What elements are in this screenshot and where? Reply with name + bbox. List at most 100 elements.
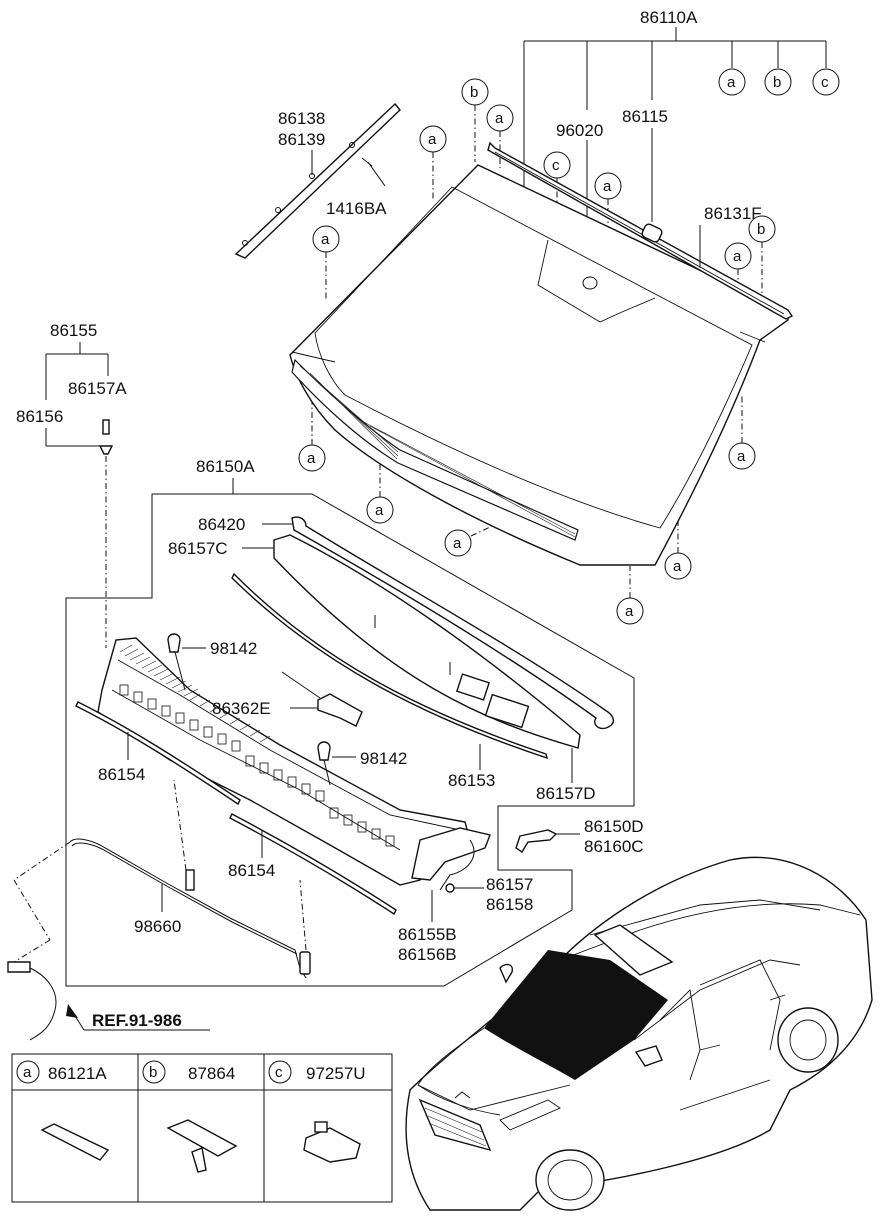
legend-cell-c: c 97257U xyxy=(268,1060,366,1163)
bubble-a: a xyxy=(594,172,622,200)
bracket-86115-icon xyxy=(641,223,663,243)
part-86155B: 86157 86158 86155B 86156B xyxy=(398,839,533,964)
pad-86157C: 86157C xyxy=(168,534,581,749)
bubble-b: b xyxy=(764,68,792,96)
svg-text:a: a xyxy=(603,178,612,195)
label-86156: 86156 xyxy=(16,407,63,426)
label-86157: 86157 xyxy=(486,875,533,894)
svg-text:b: b xyxy=(757,221,765,238)
svg-text:c: c xyxy=(552,157,560,174)
label-86115: 86115 xyxy=(622,107,668,126)
label-86139: 86139 xyxy=(278,130,325,149)
bubble-a: a xyxy=(616,597,644,625)
svg-text:a: a xyxy=(673,558,682,575)
bracket-97257U-icon xyxy=(303,1127,361,1163)
svg-text:a: a xyxy=(321,231,330,248)
svg-text:a: a xyxy=(375,502,384,519)
legend-cell-b: b 87864 xyxy=(142,1060,238,1173)
jet-86156-icon xyxy=(98,445,114,455)
label-86154: 86154 xyxy=(98,765,145,784)
svg-text:a: a xyxy=(428,131,437,148)
clip-98142-icon xyxy=(167,633,181,653)
legend-part-97257U: 97257U xyxy=(306,1064,366,1083)
bubble-a: a xyxy=(444,529,472,557)
svg-text:b: b xyxy=(773,74,781,91)
bubble-c: c xyxy=(543,151,571,179)
clips-98142: 98142 98142 xyxy=(167,633,407,786)
pad-86121A-icon xyxy=(40,1123,110,1161)
label-86110A: 86110A xyxy=(640,8,698,27)
label-86155B: 86155B xyxy=(398,925,457,944)
bubble-b: b xyxy=(461,78,489,106)
bubble-a: a xyxy=(366,496,394,524)
hose-98660: 98660 xyxy=(69,779,311,979)
bubble-c: c xyxy=(812,68,840,96)
svg-text:b: b xyxy=(470,84,478,101)
part-86362E: 86362E xyxy=(212,671,363,727)
bubble-a: a xyxy=(724,242,752,270)
bubble-a: a xyxy=(664,552,692,580)
rain-sensor-96020-icon xyxy=(582,276,598,290)
clip-87864-icon xyxy=(166,1119,238,1157)
label-96020: 96020 xyxy=(556,121,603,140)
svg-text:a: a xyxy=(733,248,742,265)
sunroof-icon xyxy=(593,924,674,976)
strip-86153: 86153 86157D xyxy=(231,572,596,803)
group-86150A: 86150A xyxy=(65,457,635,987)
svg-text:a: a xyxy=(727,74,736,91)
bubble-a: a xyxy=(486,104,514,132)
label-86158: 86158 xyxy=(486,895,533,914)
bubble-a: a xyxy=(718,68,746,96)
bubble-a: a xyxy=(728,442,756,470)
svg-text:a: a xyxy=(737,448,746,465)
seal-86420: 86420 xyxy=(198,515,615,730)
car-illustration xyxy=(405,856,873,1211)
svg-text:a: a xyxy=(23,1064,32,1081)
legend-part-87864: 87864 xyxy=(188,1064,235,1083)
legend-part-86121A: 86121A xyxy=(48,1064,107,1083)
label-98660: 98660 xyxy=(134,917,181,936)
legend-table: a 86121A b 87864 c 97257U xyxy=(11,1053,393,1203)
label-1416BA: 1416BA xyxy=(326,199,387,218)
moulding-86131F: 86131F xyxy=(487,141,794,320)
label-86157D: 86157D xyxy=(536,784,596,803)
label-86154: 86154 xyxy=(228,861,275,880)
part-86150D: 86150D 86160C xyxy=(515,817,644,856)
label-86160C: 86160C xyxy=(584,837,644,856)
label-86362E: 86362E xyxy=(212,699,271,718)
label-86150A: 86150A xyxy=(196,457,255,476)
label-86157A: 86157A xyxy=(68,379,127,398)
bubble-a: a xyxy=(419,125,447,153)
leader-86155: 86155 86157A 86156 xyxy=(16,321,127,648)
strips-86154: 86154 86154 xyxy=(75,701,397,916)
bubble-a: a xyxy=(298,444,326,472)
label-86157C: 86157C xyxy=(168,539,228,558)
label-86131F: 86131F xyxy=(704,204,762,223)
label-86156B: 86156B xyxy=(398,945,457,964)
svg-text:a: a xyxy=(453,535,462,552)
svg-text:a: a xyxy=(307,450,316,467)
svg-text:a: a xyxy=(625,603,634,620)
windshield-highlight xyxy=(484,950,668,1080)
label-86420: 86420 xyxy=(198,515,245,534)
svg-text:c: c xyxy=(275,1064,283,1081)
label-86150D: 86150D xyxy=(584,817,644,836)
clip-98142-icon xyxy=(317,741,331,761)
leader-86110A: 86110A 96020 86115 xyxy=(523,8,827,280)
windshield-glass xyxy=(289,164,789,566)
label-ref-91-986: REF.91-986 xyxy=(92,1011,182,1030)
label-86138: 86138 xyxy=(278,109,325,128)
svg-text:a: a xyxy=(495,110,504,127)
svg-text:c: c xyxy=(821,74,829,91)
nozzle-86157A-icon xyxy=(102,419,110,435)
trim-86138-86139: 86138 86139 1416BA xyxy=(234,102,401,259)
bubble-a: a xyxy=(312,225,340,253)
legend-cell-a: a 86121A xyxy=(16,1060,110,1161)
label-86153: 86153 xyxy=(448,771,495,790)
ref-91-986: REF.91-986 xyxy=(7,841,210,1041)
label-86155: 86155 xyxy=(50,321,97,340)
svg-text:b: b xyxy=(149,1064,157,1081)
label-98142: 98142 xyxy=(210,639,257,658)
